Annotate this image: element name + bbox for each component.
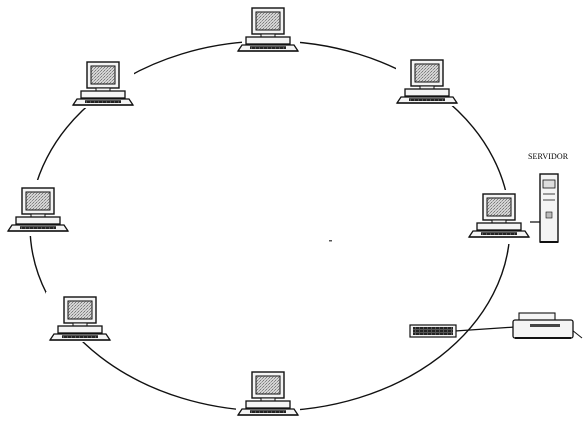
computer-icon xyxy=(46,292,116,342)
hub-icon xyxy=(410,325,456,337)
computer-icon xyxy=(460,190,530,244)
server-label: SERVIDOR xyxy=(528,152,568,161)
computer-icon xyxy=(8,180,72,236)
server-tower-icon xyxy=(540,174,558,242)
computer-icon xyxy=(72,62,134,108)
computer-icon xyxy=(238,8,300,51)
printer-icon xyxy=(513,313,573,338)
printer-cable xyxy=(455,327,515,331)
computer-icon xyxy=(396,60,458,106)
computer-icon xyxy=(236,366,300,422)
